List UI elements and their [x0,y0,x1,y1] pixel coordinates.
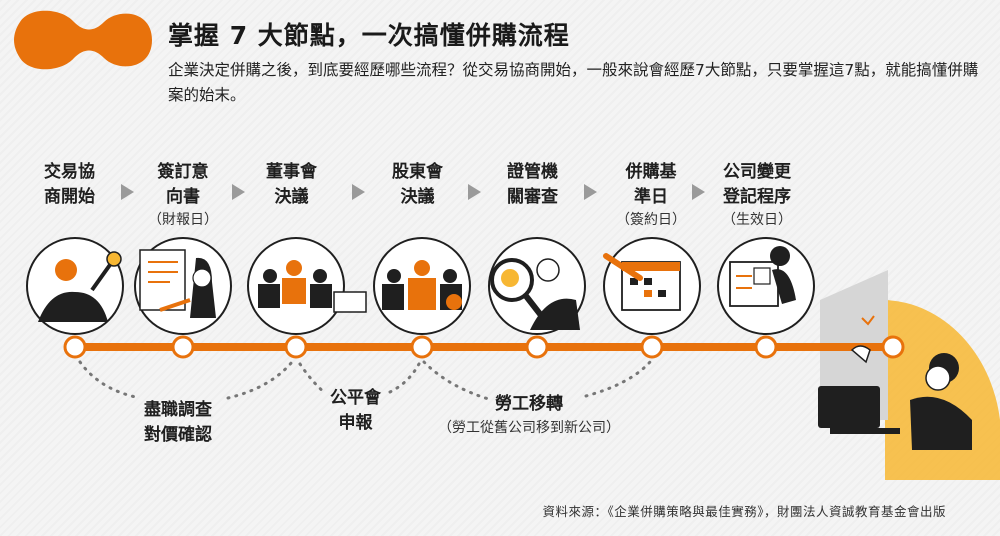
step-label-5: 證管機關審查 [507,162,558,207]
timeline-node [410,335,434,359]
timeline-node [525,335,549,359]
timeline-node [754,335,778,359]
step-label-2: 簽訂意向書 （財報日） [148,162,218,228]
illustration-calendar-icon [603,237,701,335]
step-label-7: 公司變更登記程序 （生效日） [722,162,792,228]
arrow-icon [692,184,705,200]
timeline-node [63,335,87,359]
timeline-node [881,335,905,359]
arrow-icon [232,184,245,200]
arrow-icon [584,184,597,200]
illustration-letter-of-intent-icon [134,237,232,335]
side-step-labor-transfer: 勞工移轉 （勞工從舊公司移到新公司） [438,394,620,436]
illustration-negotiation-icon [26,237,124,335]
step-label-1: 交易協商開始 [44,162,95,207]
side-step-due-diligence: 盡職調查對價確認 [144,400,212,445]
timeline-node [640,335,664,359]
source-note: 資料來源：《企業併購策略與最佳實務》，財團法人資誠教育基金會出版 [542,504,946,519]
arrow-icon [352,184,365,200]
arrow-icon [468,184,481,200]
timeline-node [284,335,308,359]
side-step-fair-trade-filing: 公平會申報 [330,388,381,433]
step-label-4: 股東會決議 [392,162,443,207]
timeline-nodes [63,335,905,359]
intro-paragraph: 企業決定併購之後，到底要經歷哪些流程？從交易協商開始，一般來說會經歷7大節點，只… [168,61,979,104]
illustration-registration-icon [717,237,815,335]
timeline-node [171,335,195,359]
illustration-board-meeting-icon [247,237,367,335]
illustration-shareholder-meeting-icon [373,237,471,335]
illustration-regulatory-review-icon [488,237,586,335]
decor-shape [885,300,1000,480]
illustration-laptop-person-icon [818,315,972,450]
step-label-3: 董事會決議 [266,162,317,207]
page-title: 掌握 7 大節點，一次搞懂併購流程 [168,21,570,50]
brand-logo [14,10,152,70]
dotted-connectors [78,360,652,402]
step-label-6: 併購基準日 （簽約日） [616,162,686,228]
arrow-icon [121,184,134,200]
